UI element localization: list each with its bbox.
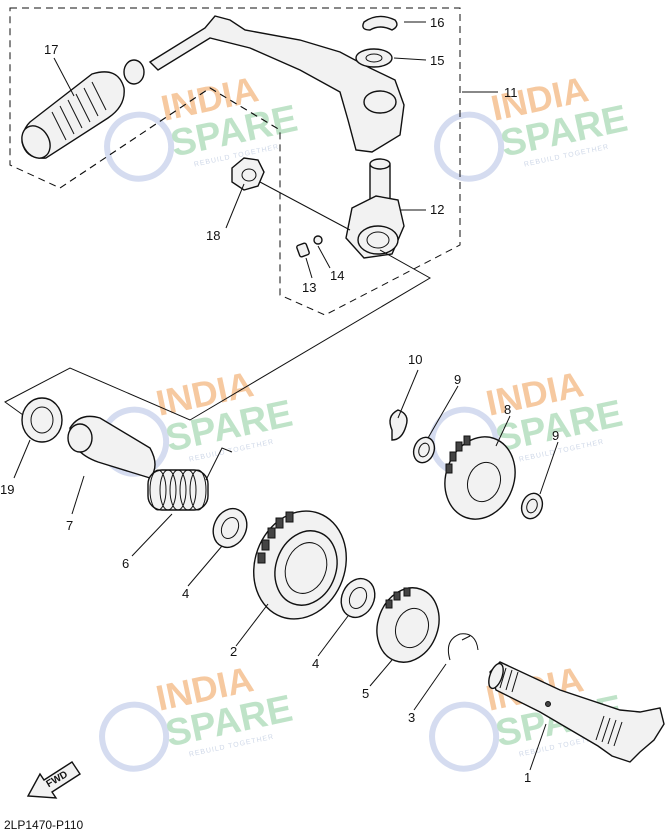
diagram-code: 2LP1470-P110: [4, 818, 84, 832]
kick-boss-12: [345, 158, 405, 259]
callout-1: 1: [524, 770, 531, 785]
spring-13: [296, 242, 310, 258]
circlip: [362, 15, 398, 31]
lever-grip-outline: [59, 87, 281, 189]
callout-19: 19: [0, 482, 14, 497]
watermark-top-right: INDIA SPARE REBUILD TOGETHER: [434, 68, 631, 182]
callout-6: 6: [122, 556, 129, 571]
callout-10: 10: [408, 352, 422, 367]
idle-gear-8: [444, 435, 516, 520]
callout-8: 8: [504, 402, 511, 417]
callout-7: 7: [66, 518, 73, 533]
assembly-axis-line: [4, 181, 432, 421]
spring-clip-3: [447, 633, 479, 661]
kick-gear-2: [253, 510, 347, 620]
fwd-arrow-icon: FWD: [26, 761, 81, 799]
collar-7: [67, 415, 156, 479]
washer-9-lower: [520, 492, 544, 520]
callout-12: 12: [430, 202, 444, 217]
circlip-10: [389, 409, 408, 441]
callout-9-upper: 9: [454, 372, 461, 387]
ball-14: [313, 235, 323, 245]
watermark-bottom-left: INDIA SPARE REBUILD TOGETHER: [99, 658, 296, 772]
callout-14: 14: [330, 268, 344, 283]
lever-grip: [21, 71, 125, 159]
grip-pin: [123, 59, 145, 85]
callout-15: 15: [430, 53, 444, 68]
callout-11: 11: [504, 85, 518, 100]
oil-seal-19: [21, 397, 63, 443]
washer-15: [355, 48, 393, 68]
lever-boss: [363, 90, 397, 114]
callout-9-lower: 9: [552, 428, 559, 443]
callout-17: 17: [44, 42, 58, 57]
torsion-spring-6: [147, 447, 233, 511]
nut-18: [231, 157, 265, 191]
washer-4-lower: [340, 577, 376, 619]
callout-3: 3: [408, 710, 415, 725]
callout-5: 5: [362, 686, 369, 701]
callout-4-lower: 4: [312, 656, 319, 671]
kick-lever-arm: [148, 15, 405, 153]
kick-lever-assembly-outline: [9, 7, 461, 316]
leader-lines: [13, 21, 559, 771]
callout-18: 18: [206, 228, 220, 243]
ratchet-5: [376, 587, 440, 663]
callout-13: 13: [302, 280, 316, 295]
washer-4-upper: [212, 507, 248, 549]
callout-16: 16: [430, 15, 444, 30]
callout-4-upper: 4: [182, 586, 189, 601]
kick-axle-1: [488, 661, 665, 763]
callout-2: 2: [230, 644, 237, 659]
